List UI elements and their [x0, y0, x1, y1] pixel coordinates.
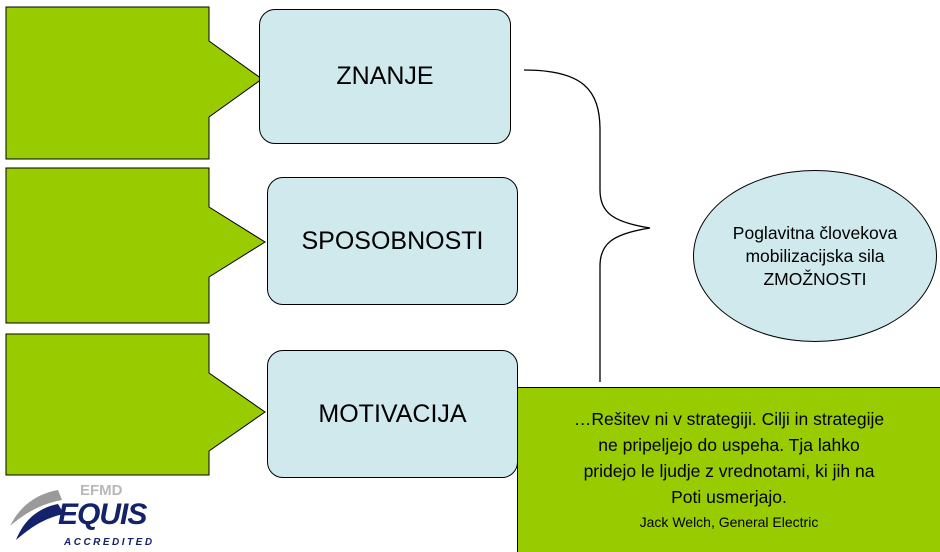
- quote-line-4: Poti usmerjajo.: [671, 487, 787, 507]
- center-line-2: mobilizacijska sila: [745, 245, 885, 266]
- equis-logo: EFMD EQUIS ACCREDITED: [6, 482, 152, 552]
- arrow-znanje: [5, 6, 263, 160]
- equis-swoosh-icon: [10, 490, 64, 540]
- quote-line-1: …Rešitev ni v strategiji. Cilji in strat…: [573, 409, 885, 429]
- center-line-1: Poglavitna človekova: [732, 222, 898, 243]
- logo-accredited-text: ACCREDITED: [64, 537, 155, 548]
- box-znanje-label: ZNANJE: [336, 62, 434, 90]
- box-sposobnosti: SPOSOBNOSTI: [267, 177, 518, 305]
- box-motivacija: MOTIVACIJA: [267, 350, 518, 478]
- center-oval: Poglavitna človekova mobilizacijska sila…: [693, 170, 937, 342]
- logo-efmd-text: EFMD: [80, 482, 123, 499]
- quote-attribution: Jack Welch, General Electric: [639, 514, 819, 530]
- center-line-3: ZMOŽNOSTI: [763, 268, 867, 289]
- quote-line-2: ne pripeljejo do uspeha. Tja lahko: [598, 435, 860, 455]
- box-sposobnosti-label: SPOSOBNOSTI: [301, 226, 484, 255]
- box-znanje: ZNANJE: [259, 9, 511, 144]
- quote-box: …Rešitev ni v strategiji. Cilji in strat…: [517, 387, 940, 552]
- quote-line-3: pridejo le ljudje z vrednotami, ki jih n…: [583, 461, 875, 481]
- arrow-sposobnosti: [5, 167, 266, 324]
- logo-equis-text: EQUIS: [58, 498, 147, 531]
- arrow-motivacija: [5, 333, 266, 476]
- box-motivacija-label: MOTIVACIJA: [318, 399, 467, 428]
- brace-connector: [523, 69, 651, 382]
